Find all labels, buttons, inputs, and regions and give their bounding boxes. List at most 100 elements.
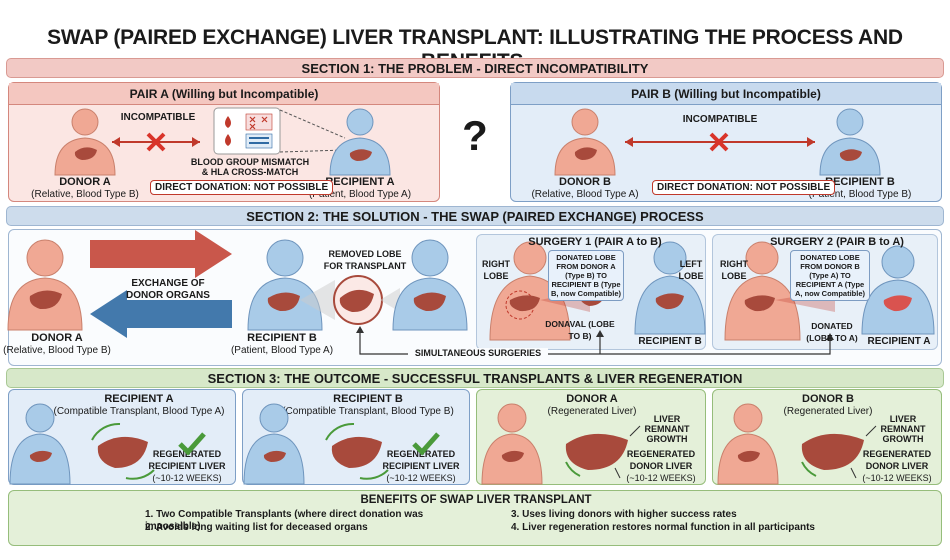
card0-label2: RECIPIENT LIVER	[148, 461, 226, 471]
surgery2-heading: SURGERY 2 (PAIR B to A)	[770, 236, 904, 248]
card1-weeks: (~10-12 WEEKS)	[386, 473, 456, 483]
card2-name: DONOR A	[566, 393, 618, 405]
pair-b-heading: PAIR B (Willing but Incompatible)	[511, 83, 941, 105]
simultaneous-label: SIMULTANEOUS SURGERIES	[408, 348, 548, 358]
surgery1-heading: SURGERY 1 (PAIR A to B)	[528, 236, 662, 248]
question-mark: ?	[462, 112, 488, 159]
recipient-b-name: RECIPIENT B	[825, 176, 895, 188]
card3-label1: REGENERATED	[862, 449, 932, 459]
recipient-a-name: RECIPIENT A	[325, 176, 395, 188]
removed-line2: FOR TRANSPLANT	[323, 261, 407, 271]
pair-a-incompatible-label: INCOMPATIBLE	[120, 112, 196, 123]
benefit-item-3: 3. Uses living donors with higher succes…	[511, 509, 737, 520]
s2-recipient-b-sub: (Patient, Blood Type A)	[230, 345, 334, 356]
donor-b-sub: (Relative, Blood Type A)	[531, 189, 639, 200]
pair-b-no-direct-badge: DIRECT DONATION: NOT POSSIBLE	[652, 180, 836, 195]
removed-lobe-label: REMOVED LOBE FOR TRANSPLANT	[320, 248, 410, 272]
pair-b-incompatible-arrow	[625, 132, 815, 152]
s2-recipient-b-label: RECIPIENT B (Patient, Blood Type A)	[222, 332, 342, 357]
donor-a-liver-icon	[74, 147, 97, 160]
donor-a-label: DONOR A (Relative, Blood Type B)	[20, 176, 150, 201]
donor-b-label: DONOR B (Relative, Blood Type A)	[520, 176, 650, 201]
card0-liver-icon	[97, 436, 148, 468]
surgery1-left-lobe: LEFT LOBE	[678, 259, 704, 281]
surgery2-recipient: RECIPIENT A	[867, 336, 931, 347]
card3-growth2: REMNANT	[880, 424, 926, 434]
card0-check-icon	[178, 432, 206, 456]
card3-growth: LIVER REMNANT GROWTH	[873, 414, 933, 444]
card3-weeks: (~10-12 WEEKS)	[862, 473, 932, 483]
surgery1-right-lobe: RIGHT LOBE	[482, 259, 510, 281]
exchange-red-arrow	[90, 230, 232, 278]
card3-liver-icon	[801, 433, 864, 470]
s2-donor-a-sub: (Relative, Blood Type B)	[3, 345, 111, 356]
surgery2-callout: DONATED LOBE FROM DONOR B (Type A) TO RE…	[790, 250, 870, 301]
simultaneous-line	[359, 328, 831, 355]
benefit-item-4: 4. Liver regeneration restores normal fu…	[511, 522, 815, 533]
recipient-b-sub: (Patient, Blood Type B)	[808, 189, 912, 200]
card0-figure	[9, 403, 71, 485]
card3-labels: REGENERATED DONOR LIVER (~10-12 WEEKS)	[853, 448, 941, 484]
recipient-a-sub: (Patient, Blood Type A)	[308, 189, 412, 200]
card0-name: RECIPIENT A	[104, 393, 174, 405]
card3-sub: (Regenerated Liver)	[783, 406, 873, 417]
donor-a-name: DONOR A	[59, 176, 111, 188]
s2-recipient-b-name: RECIPIENT B	[247, 332, 317, 344]
section1-heading: SECTION 1: THE PROBLEM - DIRECT INCOMPAT…	[6, 58, 944, 78]
section2-heading: SECTION 2: THE SOLUTION - THE SWAP (PAIR…	[6, 206, 944, 226]
s2-donor-a-label: DONOR A (Relative, Blood Type B)	[2, 332, 112, 357]
exchange-label: EXCHANGE OF DONOR ORGANS	[118, 278, 218, 302]
recipient-a-label: RECIPIENT A (Patient, Blood Type A)	[300, 176, 420, 201]
benefit-item-1: 1. Two Compatible Transplants (where dir…	[145, 509, 424, 532]
card2-weeks: (~10-12 WEEKS)	[626, 473, 696, 483]
card1-label2: RECIPIENT LIVER	[382, 461, 460, 471]
card1-figure	[243, 403, 305, 485]
pair-a-heading: PAIR A (Willing but Incompatible)	[9, 83, 439, 105]
card1-name: RECIPIENT B	[333, 393, 403, 405]
exchange-line2: DONOR ORGANS	[126, 290, 210, 301]
card0-sub: (Compatible Transplant, Blood Type A)	[53, 406, 225, 417]
benefits-panel: BENEFITS OF SWAP LIVER TRANSPLANT 1. Two…	[8, 490, 942, 546]
benefits-heading: BENEFITS OF SWAP LIVER TRANSPLANT	[360, 494, 592, 506]
pair-a-incompatible-arrow	[112, 132, 200, 152]
card1-title: RECIPIENT B (Compatible Transplant, Bloo…	[273, 393, 463, 418]
recipient-b-label: RECIPIENT B (Patient, Blood Type B)	[800, 176, 920, 201]
card1-check-icon	[412, 432, 440, 456]
card2-growth3: GROWTH	[646, 434, 688, 444]
card2-growth2: REMNANT	[644, 424, 690, 434]
surgery1-callout: DONATED LOBE FROM DONOR A (Type B) TO RE…	[548, 250, 624, 301]
card3-growth1: LIVER	[889, 414, 917, 424]
exchange-blue-arrow	[90, 290, 232, 338]
card2-label1: REGENERATED	[626, 449, 696, 459]
card3-figure	[717, 403, 779, 485]
pair-a-no-direct-badge: DIRECT DONATION: NOT POSSIBLE	[150, 180, 334, 195]
donor-a-sub: (Relative, Blood Type B)	[31, 189, 139, 200]
card2-labels: REGENERATED DONOR LIVER (~10-12 WEEKS)	[617, 448, 705, 484]
card3-title: DONOR B (Regenerated Liver)	[763, 393, 893, 418]
card2-growth: LIVER REMNANT GROWTH	[637, 414, 697, 444]
surgery1-recipient: RECIPIENT B	[638, 336, 702, 347]
card3-growth3: GROWTH	[882, 434, 924, 444]
card2-title: DONOR A (Regenerated Liver)	[527, 393, 657, 418]
surgery2-right-lobe: RIGHT LOBE	[720, 259, 748, 281]
surgery2-donated: DONATED (LOBE TO A)	[806, 321, 858, 343]
section3-heading: SECTION 3: THE OUTCOME - SUCCESSFUL TRAN…	[6, 368, 944, 388]
card0-weeks: (~10-12 WEEKS)	[152, 473, 222, 483]
s2-donor-a-name: DONOR A	[31, 332, 83, 344]
card1-liver-icon	[331, 436, 382, 468]
card2-figure	[481, 403, 543, 485]
card2-label2: DONOR LIVER	[629, 461, 693, 471]
surgery1-donaval: DONAVAL (LOBE TO B)	[545, 319, 615, 341]
removed-line1: REMOVED LOBE	[328, 249, 402, 259]
mismatch-line1: BLOOD GROUP MISMATCH	[190, 157, 310, 167]
pair-b-incompatible-label: INCOMPATIBLE	[682, 114, 758, 125]
card3-label2: DONOR LIVER	[865, 461, 929, 471]
card3-name: DONOR B	[802, 393, 854, 405]
card2-liver-icon	[565, 433, 628, 470]
card2-growth1: LIVER	[653, 414, 681, 424]
mismatch-line2: & HLA CROSS-MATCH	[201, 167, 299, 177]
exchange-line1: EXCHANGE OF	[131, 278, 205, 289]
